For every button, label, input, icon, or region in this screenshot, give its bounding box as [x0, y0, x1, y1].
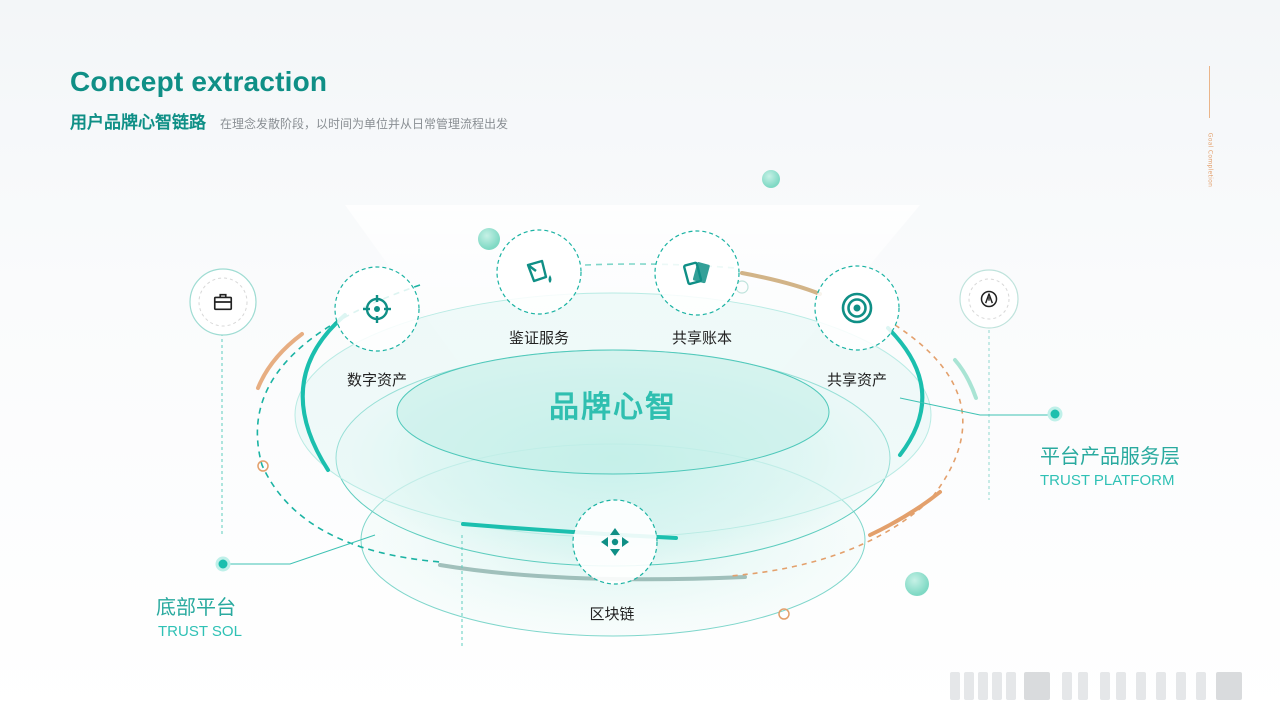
orange-arc-top: [740, 271, 822, 296]
orange-arc-left: [256, 332, 304, 390]
orbit-marker-bottom: [778, 608, 790, 620]
orbit-dashed-left: [256, 284, 441, 563]
callout-right-subtitle: TRUST PLATFORM: [1040, 472, 1175, 489]
decorative-stripes: [950, 672, 1260, 700]
teal-arc-left: [300, 313, 347, 472]
node-label-blockchain: 区块链: [589, 605, 635, 623]
callout-line-left: [223, 534, 376, 565]
page-subtitle: 用户品牌心智链路: [70, 113, 206, 133]
orbit-dashed-right: [729, 324, 964, 577]
mint-arc-right: [953, 358, 978, 400]
callout-dot-right: [1047, 406, 1063, 422]
node-verification-service: [496, 229, 582, 315]
floating-dot: [478, 228, 500, 250]
core-label: 品牌心智: [549, 390, 677, 425]
top-disk: [396, 349, 830, 475]
orbit-marker-left: [257, 460, 269, 472]
orange-arc-bottom: [868, 490, 942, 537]
crosshair-icon: [363, 295, 391, 323]
callout-left-subtitle: TRUST SOL: [158, 623, 242, 640]
page-description: 在理念发散阶段，以时间为单位并从日常管理流程出发: [220, 117, 509, 131]
callout-dot-left: [215, 556, 231, 572]
teal-arc-right: [886, 326, 925, 457]
floating-dot: [762, 170, 780, 188]
page-title: Concept extraction: [70, 66, 328, 97]
callout-left-title: 底部平台: [156, 595, 236, 619]
node-label-shared-assets: 共享资产: [826, 371, 888, 389]
pen-nib-icon: [980, 290, 998, 308]
callout-right-title: 平台产品服务层: [1040, 444, 1180, 468]
node-label-shared-ledger: 共享账本: [671, 329, 733, 347]
briefcase-icon: [213, 293, 233, 311]
floating-dot: [905, 572, 929, 596]
callout-line-right: [899, 397, 1055, 416]
paint-bucket-icon: [526, 259, 552, 283]
teal-arc-base: [438, 563, 747, 582]
subtitle-row: 用户品牌心智链路 在理念发散阶段，以时间为单位并从日常管理流程出发: [70, 108, 508, 133]
target-icon: [841, 292, 873, 324]
move-arrows-icon: [601, 528, 629, 556]
node-label-digital-assets: 数字资产: [346, 371, 408, 389]
ledger-cards-icon: [683, 261, 710, 286]
node-label-verification-service: 鉴证服务: [508, 329, 570, 347]
right-accent-line: [1209, 66, 1210, 118]
